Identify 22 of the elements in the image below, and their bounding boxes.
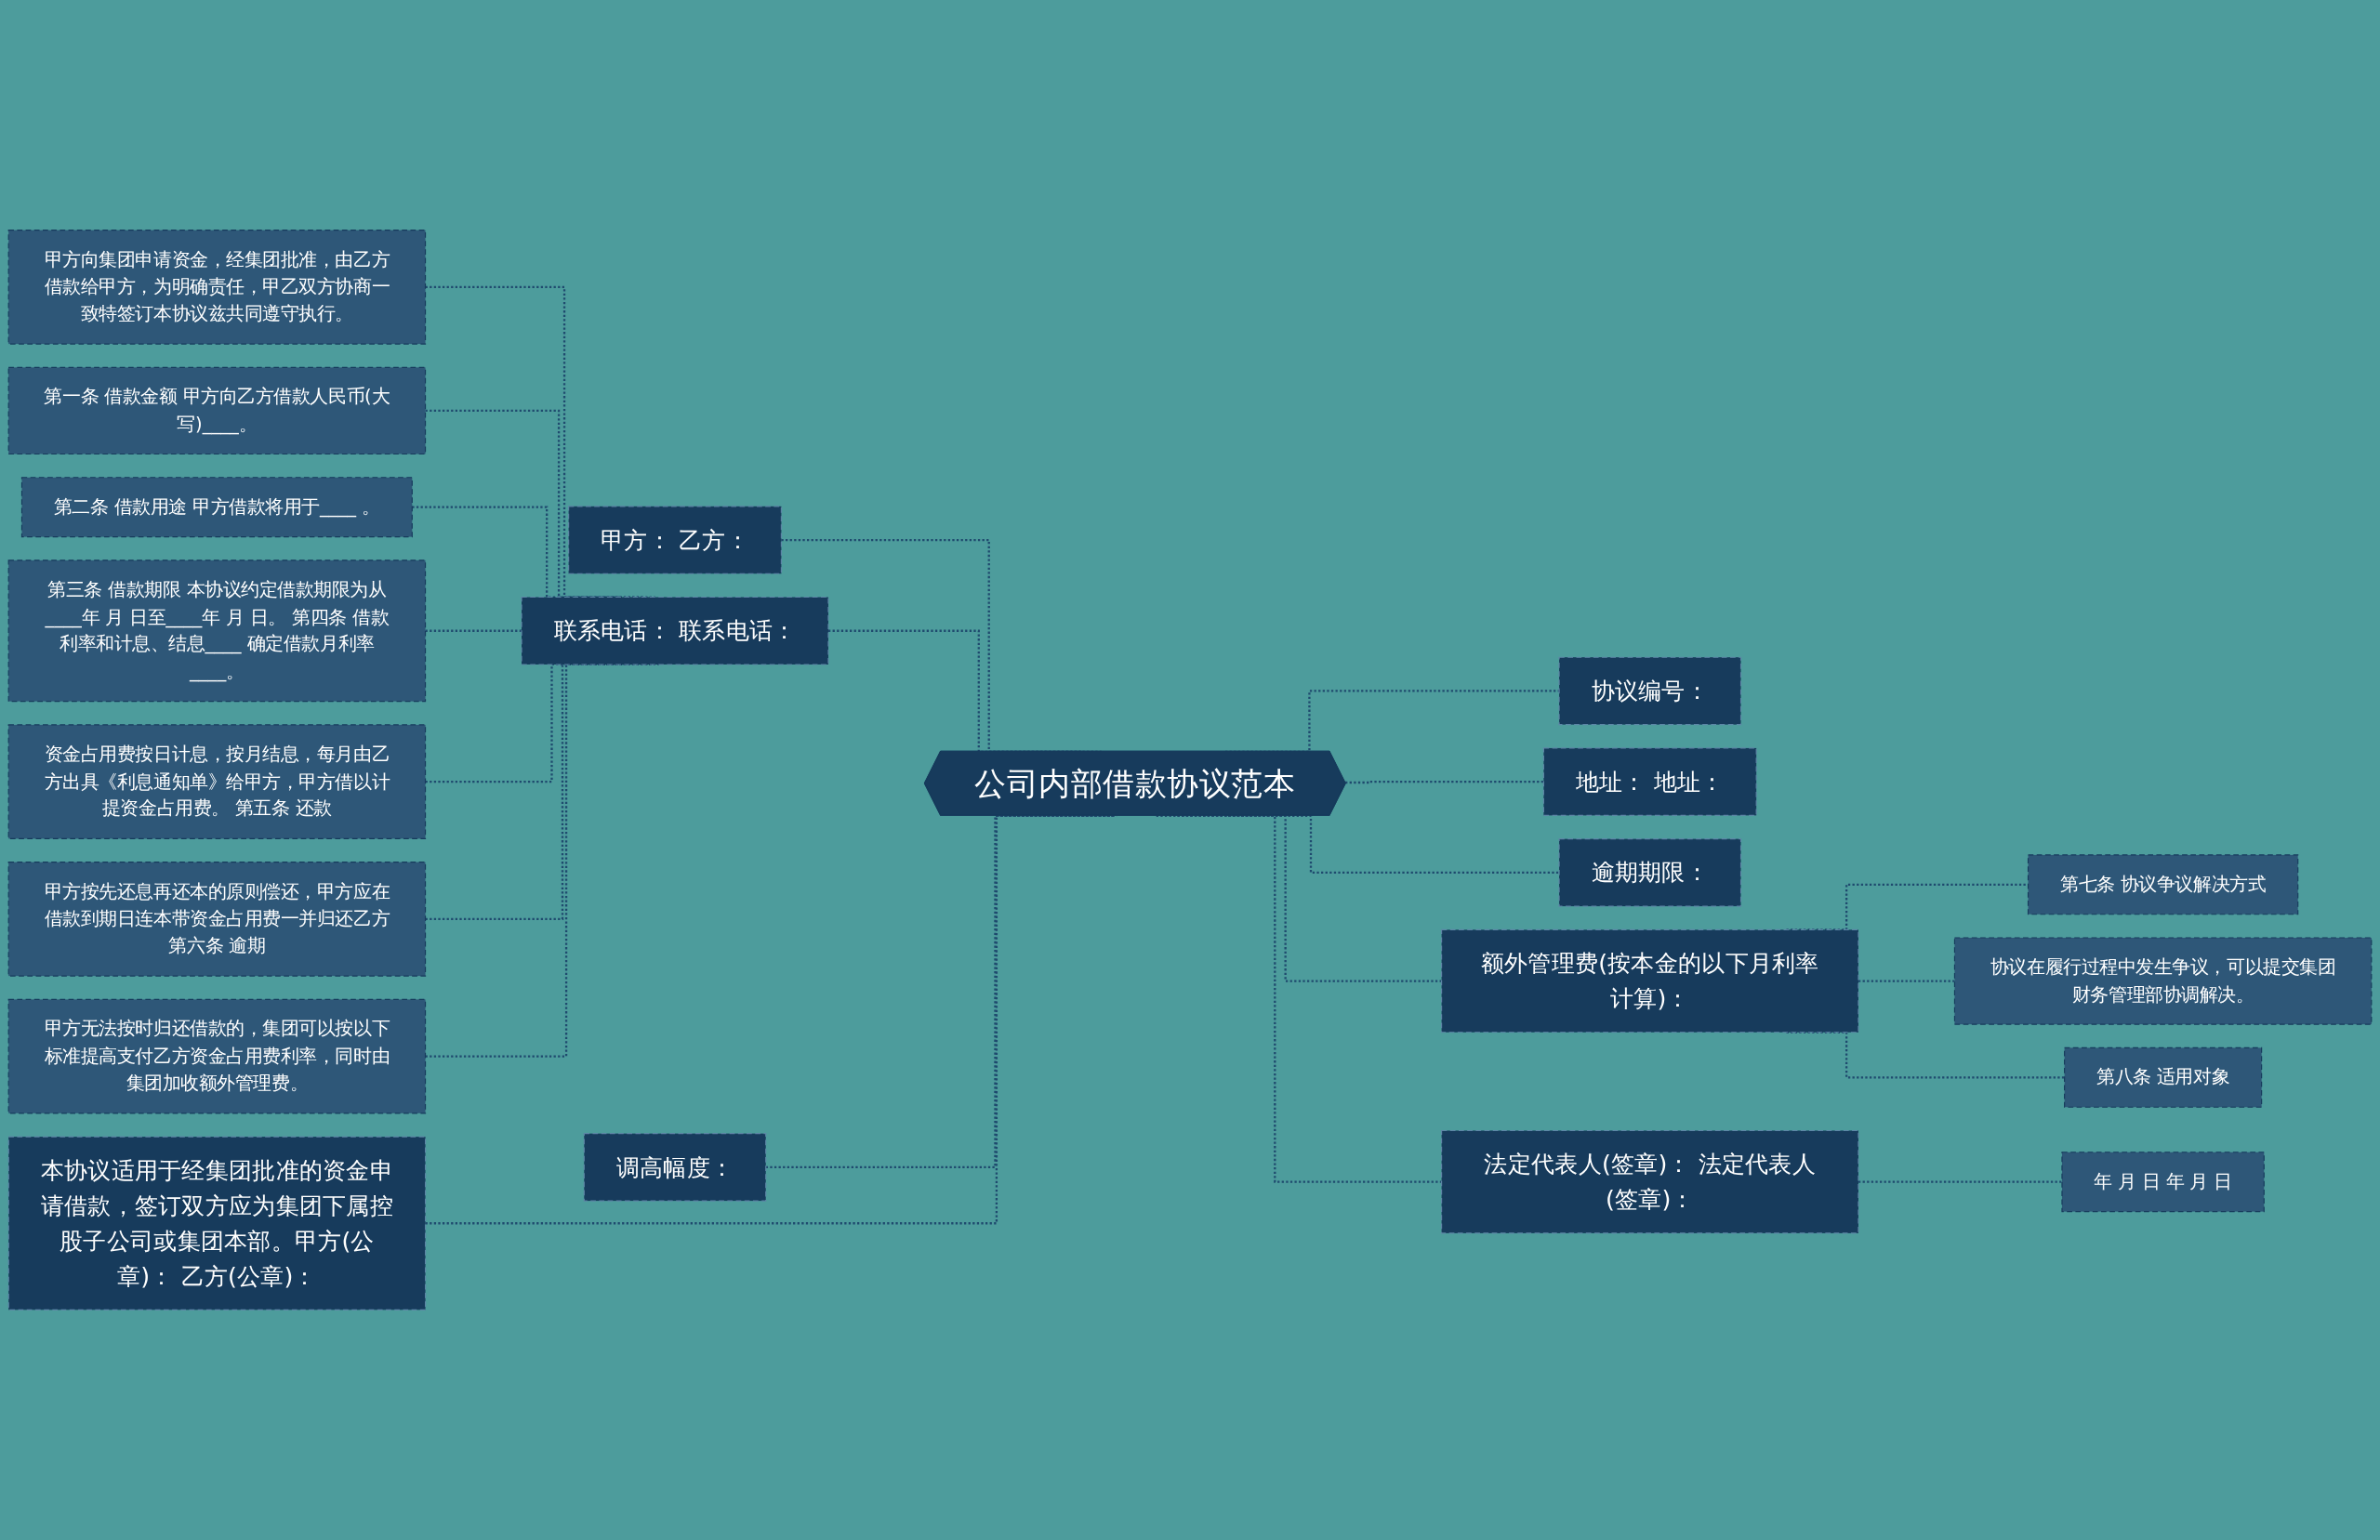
node-box: 额外管理费(按本金的以下月利率计算)：	[1441, 928, 1859, 1033]
node-box: 协议编号：	[1558, 656, 1742, 726]
node-box: 第二条 借款用途 甲方借款将用于____ 。	[20, 477, 413, 538]
node-box: 本协议适用于经集团批准的资金申请借款，签订双方应为集团下属控股子公司或集团本部。甲方(公章)： 乙方(公章)：	[7, 1136, 427, 1310]
node-box: 法定代表人(签章)： 法定代表人(签章)：	[1441, 1129, 1859, 1234]
node-box: 协议在履行过程中发生争议，可以提交集团财务管理部协调解决。	[1953, 937, 2373, 1025]
node-box: 第三条 借款期限 本协议约定借款期限为从____年 月 日至____年 月 日。 第四条 借款利率和计息、结息____ 确定借款月利率____。	[7, 559, 427, 703]
node-box: 调高幅度：	[583, 1133, 767, 1202]
node-box: 甲方： 乙方：	[568, 506, 782, 574]
connector	[1858, 1180, 2062, 1183]
connector	[1345, 781, 1544, 784]
node-box: 地址： 地址：	[1542, 747, 1757, 816]
node-box: 第八条 适用对象	[2064, 1046, 2263, 1108]
node-box: 年 月 日 年 月 日	[2061, 1152, 2265, 1213]
node-box: 第一条 借款金额 甲方向乙方借款人民币(大写)____。	[7, 366, 427, 455]
node-box: 逾期期限：	[1558, 838, 1742, 907]
node-box: 第七条 协议争议解决方式	[2027, 854, 2299, 915]
node-box: 联系电话： 联系电话：	[521, 596, 829, 665]
node-box: 甲方按先还息再还本的原则偿还，甲方应在借款到期日连本带资金占用费一并归还乙方第六条 逾期	[7, 862, 427, 977]
node-box: 资金占用费按日计息，按月结息，每月由乙方出具《利息通知单》给甲方，甲方借以计提资金占用费。 第五条 还款	[7, 724, 427, 839]
node-box: 甲方无法按时归还借款的，集团可以按以下标准提高支付乙方资金占用费利率，同时由集团加收额外管理费。	[7, 998, 427, 1114]
node-box: 甲方向集团申请资金，经集团批准，由乙方借款给甲方，为明确责任，甲乙双方协商一致特签订本协议兹共同遵守执行。	[7, 230, 427, 345]
